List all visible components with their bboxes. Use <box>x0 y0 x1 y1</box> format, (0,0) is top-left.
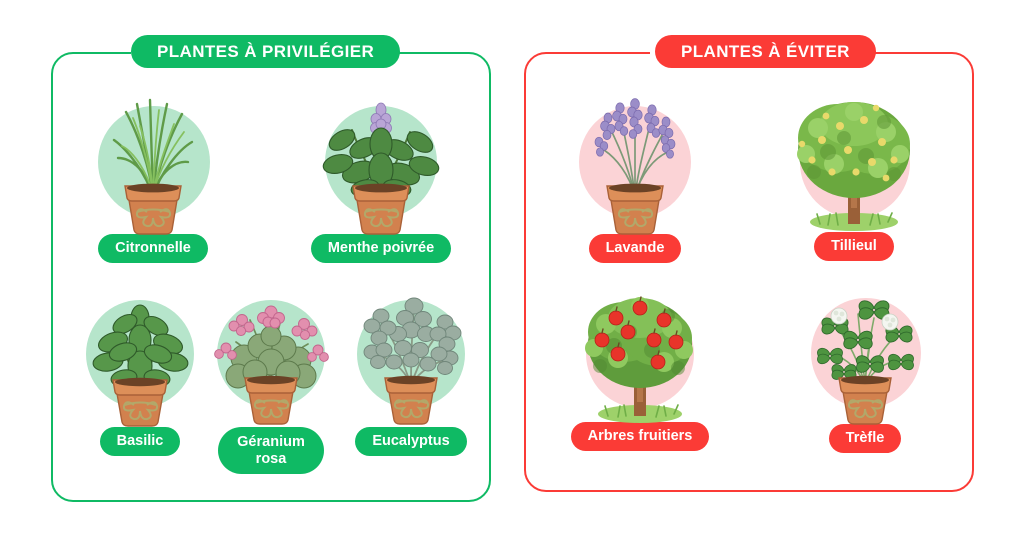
lavender-plant-illustration <box>570 88 700 236</box>
linden-tree-illustration <box>778 88 930 236</box>
plant-label-tillieul[interactable]: Tillieul <box>814 232 894 261</box>
plant-card-arbres-fruitiers[interactable]: Arbres fruitiers <box>566 278 714 451</box>
plant-card-geranium-rosa[interactable]: Géranium rosa <box>208 288 334 475</box>
plant-card-eucalyptus[interactable]: Eucalyptus <box>348 288 474 456</box>
eucalyptus-plant-illustration <box>348 288 474 428</box>
plant-label-arbres-fruitiers[interactable]: Arbres fruitiers <box>570 422 710 451</box>
plant-card-basilic[interactable]: Basilic <box>80 288 200 456</box>
plant-card-citronnelle[interactable]: Citronnelle <box>88 88 218 263</box>
plant-label-basilic[interactable]: Basilic <box>99 427 181 456</box>
plant-label-geranium-rosa[interactable]: Géranium rosa <box>218 427 324 475</box>
lemongrass-plant-illustration <box>88 88 218 236</box>
apple-tree-illustration <box>566 278 714 426</box>
basil-plant-illustration <box>80 288 200 428</box>
clover-plant-illustration <box>802 286 928 428</box>
plant-card-lavande[interactable]: Lavande <box>570 88 700 263</box>
peppermint-plant-illustration <box>302 88 460 236</box>
plant-label-trefle[interactable]: Trèfle <box>828 424 902 453</box>
plant-label-citronnelle[interactable]: Citronnelle <box>98 234 208 263</box>
panel-title-plants-to-avoid: PLANTES À ÉVITER <box>655 35 876 68</box>
plant-card-tillieul[interactable]: Tillieul <box>778 88 930 261</box>
geranium-plant-illustration <box>208 288 334 428</box>
plant-label-menthe-poivree[interactable]: Menthe poivrée <box>310 234 452 263</box>
plant-label-eucalyptus[interactable]: Eucalyptus <box>355 427 467 456</box>
plant-card-menthe-poivree[interactable]: Menthe poivrée <box>302 88 460 263</box>
plant-card-trefle[interactable]: Trèfle <box>802 286 928 453</box>
panel-title-plants-to-favor: PLANTES À PRIVILÉGIER <box>131 35 401 68</box>
plant-label-lavande[interactable]: Lavande <box>588 234 682 263</box>
